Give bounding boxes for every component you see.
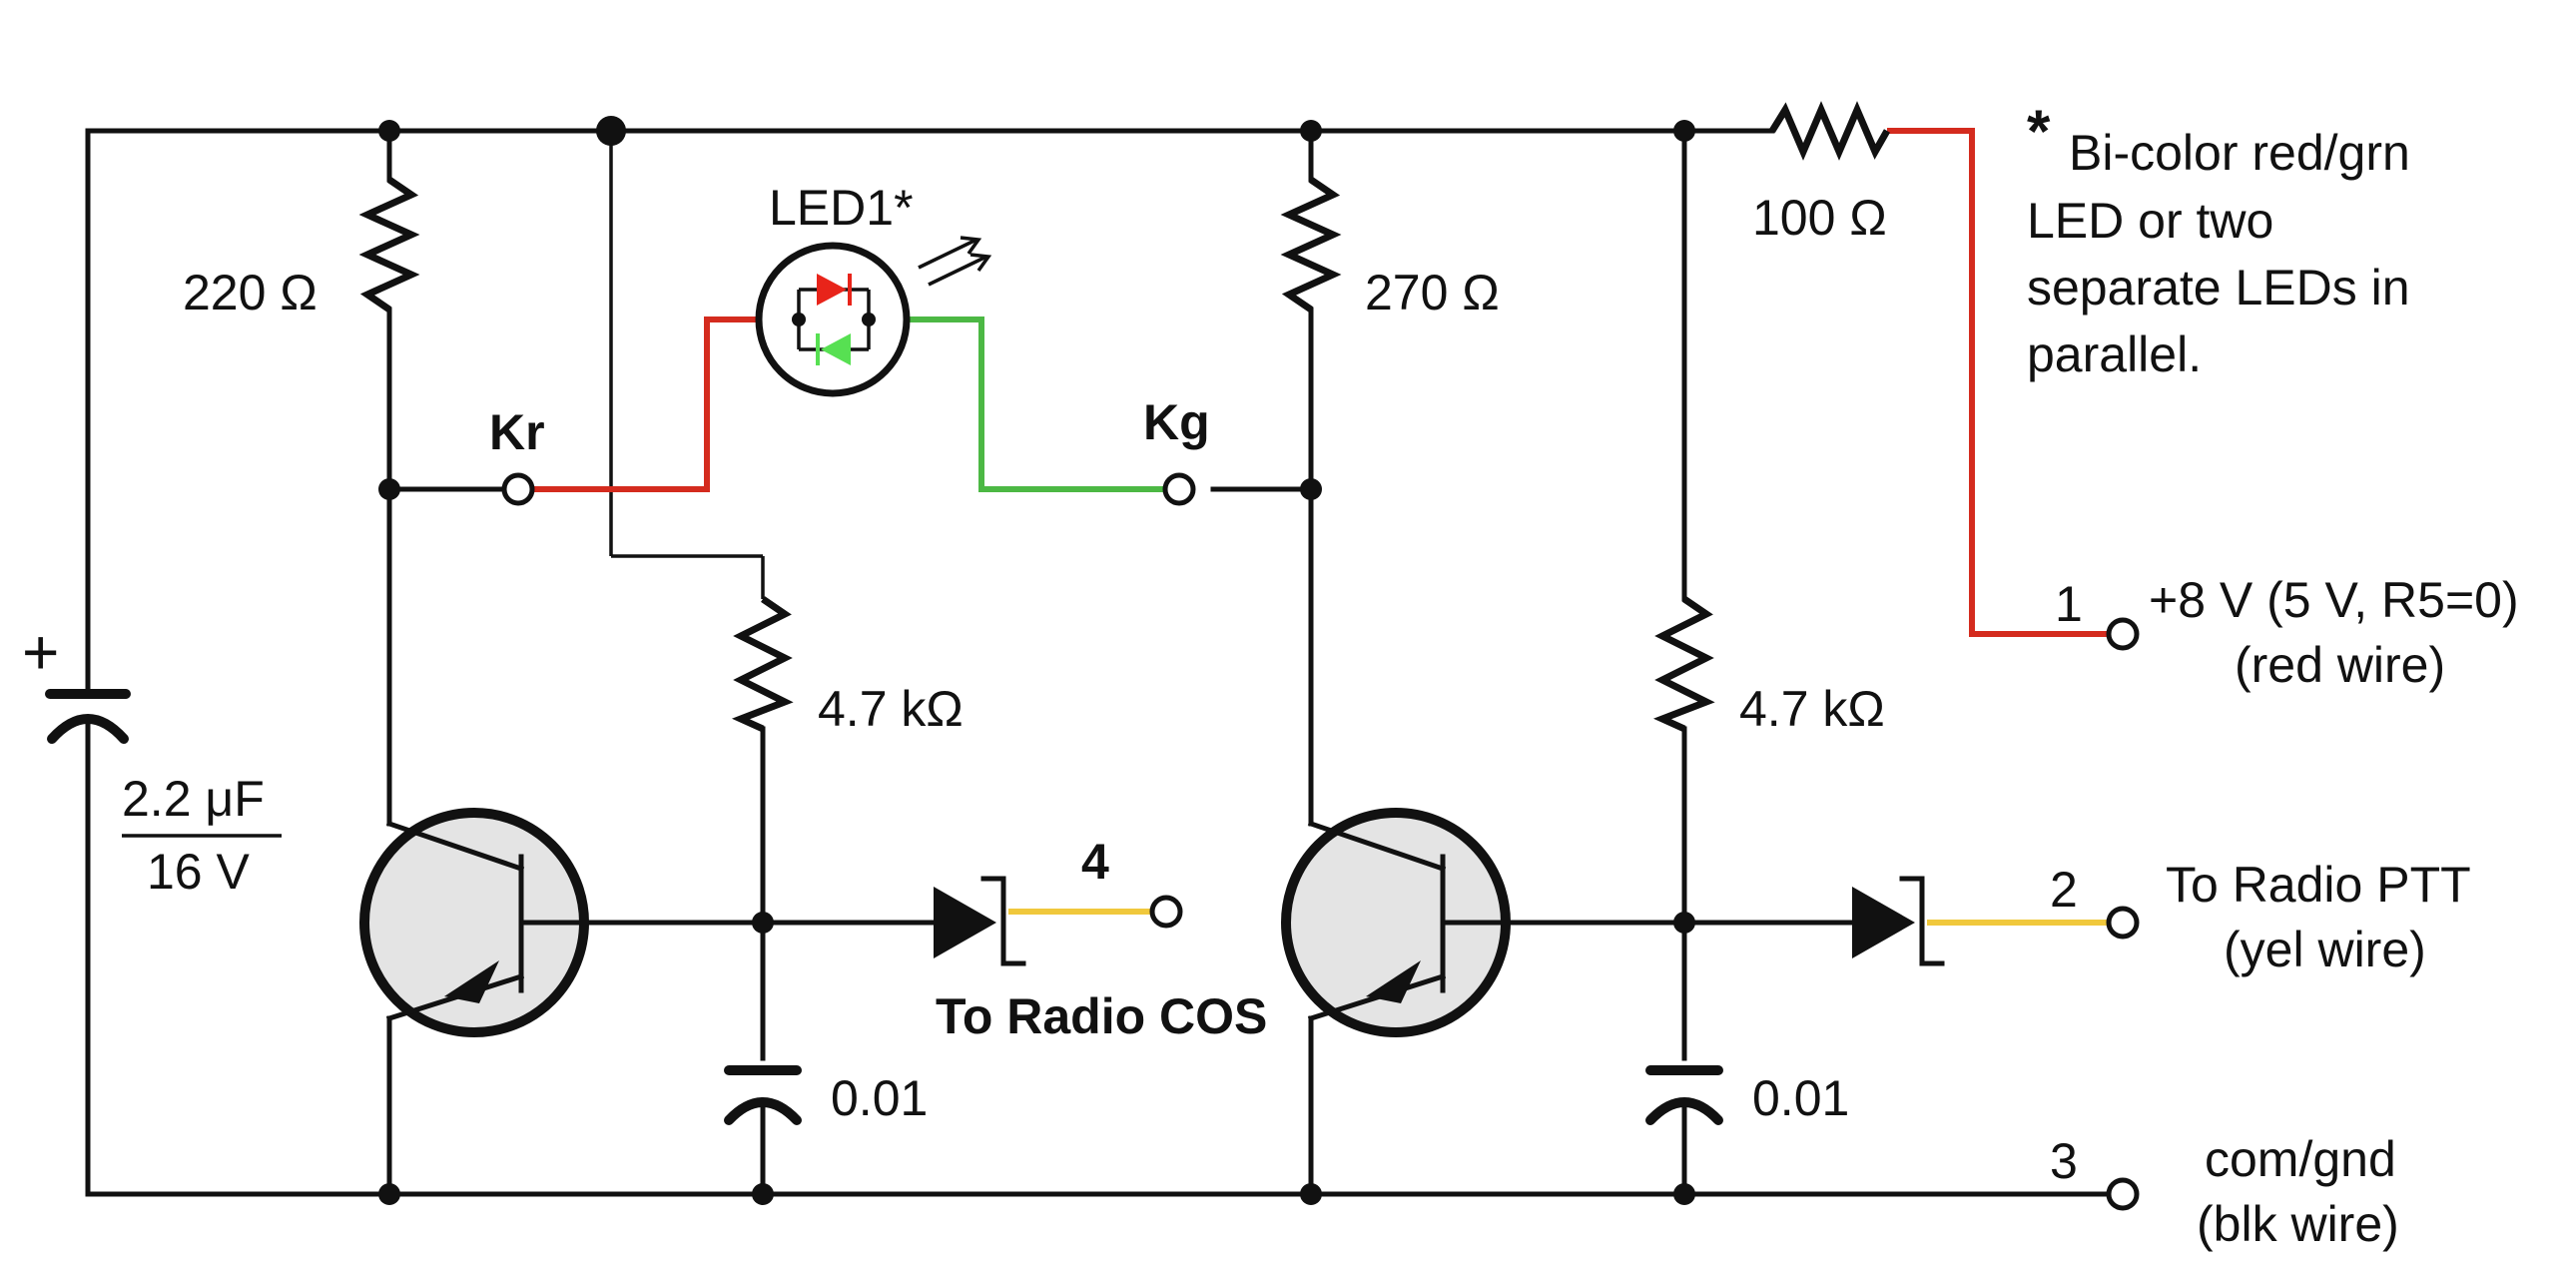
label-terminal-4: To Radio COS bbox=[936, 988, 1267, 1044]
terminal-3 bbox=[2106, 1177, 2140, 1211]
label-terminal-4-num: 4 bbox=[1081, 834, 1109, 890]
footnote-line-3: separate LEDs in bbox=[2027, 260, 2410, 316]
label-terminal-3-line2: (blk wire) bbox=[2197, 1196, 2399, 1252]
label-terminal-2-line2: (yel wire) bbox=[2224, 922, 2426, 977]
led-green-diode bbox=[821, 333, 851, 365]
label-led: LED1* bbox=[769, 180, 914, 236]
terminals bbox=[501, 472, 2140, 1211]
label-cap-voltage: 16 V bbox=[147, 844, 251, 900]
label-terminal-1-line2: (red wire) bbox=[2235, 637, 2445, 693]
transistor-right bbox=[1281, 808, 1516, 1037]
resistors bbox=[358, 101, 1891, 733]
label-terminal-2-line1: To Radio PTT bbox=[2166, 857, 2471, 913]
label-terminal-3-line1: com/gnd bbox=[2205, 1131, 2396, 1187]
colored-wires bbox=[533, 128, 2109, 926]
footnote-line-4: parallel. bbox=[2027, 326, 2202, 382]
label-terminal-1-num: 1 bbox=[2055, 576, 2083, 632]
label-220: 220 Ω bbox=[183, 265, 318, 320]
label-cap-value: 2.2 μF bbox=[122, 771, 265, 827]
terminal-1 bbox=[2106, 617, 2140, 651]
resistor-4k7-right bbox=[1652, 596, 1715, 733]
red-supply-wire bbox=[1887, 128, 2109, 637]
resistor-100 bbox=[1769, 101, 1891, 161]
footnote-star: * bbox=[2027, 98, 2051, 165]
terminal-4 bbox=[1149, 895, 1183, 929]
footnote-line-1: Bi-color red/grn bbox=[2069, 125, 2410, 181]
label-cap-polarity: + bbox=[22, 616, 59, 688]
capacitors bbox=[45, 656, 1723, 1125]
label-4k7-right: 4.7 kΩ bbox=[1739, 681, 1885, 737]
led-bicolor bbox=[755, 236, 992, 397]
label-kg: Kg bbox=[1143, 394, 1210, 450]
diode-ptt bbox=[1852, 876, 1945, 966]
label-cap-right: 0.01 bbox=[1752, 1070, 1849, 1126]
resistor-220 bbox=[358, 177, 420, 313]
label-kr: Kr bbox=[489, 404, 545, 460]
diode-cos bbox=[934, 876, 1026, 966]
led-light-arrow bbox=[918, 238, 977, 270]
label-4k7-left: 4.7 kΩ bbox=[818, 681, 964, 737]
cap-left-plate-curved bbox=[724, 1097, 802, 1125]
labels: 220 Ω 270 Ω 100 Ω 4.7 kΩ 4.7 kΩ + 2.2 μF… bbox=[22, 98, 2519, 1252]
led-red-diode bbox=[817, 274, 847, 306]
red-kr-wire bbox=[533, 316, 759, 492]
wires bbox=[85, 128, 2112, 1197]
resistor-270 bbox=[1280, 177, 1342, 313]
green-kg-wire bbox=[907, 316, 1166, 492]
label-terminal-1-line1: +8 V (5 V, R5=0) bbox=[2149, 572, 2519, 628]
transistor-left bbox=[359, 808, 594, 1037]
label-terminal-3-num: 3 bbox=[2050, 1133, 2078, 1189]
cap-right-plate-curved bbox=[1645, 1097, 1723, 1125]
node-kr-terminal bbox=[501, 472, 535, 506]
label-100: 100 Ω bbox=[1752, 190, 1887, 246]
junction-dots bbox=[378, 116, 1695, 1205]
footnote-line-2: LED or two bbox=[2027, 193, 2273, 249]
label-270: 270 Ω bbox=[1365, 265, 1500, 320]
node-kg-terminal bbox=[1162, 472, 1196, 506]
label-terminal-2-num: 2 bbox=[2050, 862, 2078, 918]
terminal-2 bbox=[2106, 906, 2140, 940]
label-cap-left: 0.01 bbox=[831, 1070, 928, 1126]
resistor-4k7-left bbox=[731, 596, 794, 733]
